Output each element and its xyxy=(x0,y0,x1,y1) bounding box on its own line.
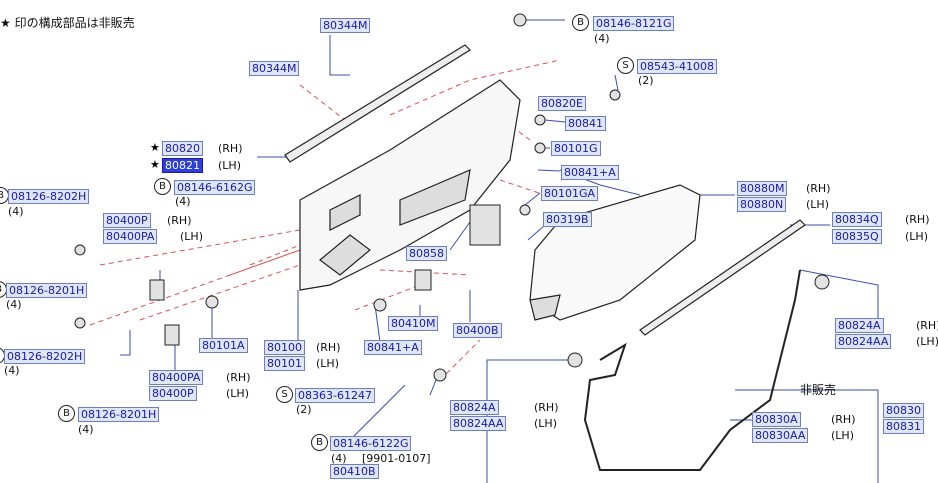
part-80101[interactable]: 80101 xyxy=(264,356,305,371)
part-08543-41008[interactable]: 08543-41008 xyxy=(637,59,717,74)
part-80400B[interactable]: 80400B xyxy=(453,323,502,338)
part-08126-8202H-lower[interactable]: 08126-8202H xyxy=(4,349,86,364)
part-80820E[interactable]: 80820E xyxy=(538,96,586,111)
part-80410M[interactable]: 80410M xyxy=(388,316,439,331)
bolt-marker-icon: B xyxy=(572,14,589,31)
side-80400P-lower: (LH) xyxy=(226,387,249,400)
part-80820[interactable]: 80820 xyxy=(162,141,203,156)
side-80824A-right: (RH) xyxy=(916,319,938,332)
side-80834Q: (RH) xyxy=(905,213,930,226)
part-80880M[interactable]: 80880M xyxy=(737,181,788,196)
not-for-sale-label: 非販売 xyxy=(800,383,837,397)
part-08126-8201H-upper[interactable]: 08126-8201H xyxy=(6,283,88,298)
part-80100[interactable]: 80100 xyxy=(264,340,305,355)
part-08126-8201H-lower[interactable]: 08126-8201H xyxy=(78,407,160,422)
part-80344M-lower[interactable]: 80344M xyxy=(249,61,300,76)
part-80101G[interactable]: 80101G xyxy=(551,141,601,156)
side-80400PA-lower: (RH) xyxy=(226,371,251,384)
star-mark-80821: ★ xyxy=(150,158,160,171)
part-80841[interactable]: 80841 xyxy=(565,116,606,131)
date-range: [9901-0107] xyxy=(362,452,431,465)
part-80858[interactable]: 80858 xyxy=(406,246,447,261)
part-80101GA[interactable]: 80101GA xyxy=(541,186,599,201)
weatherstrip-rail xyxy=(284,44,806,336)
part-80835Q[interactable]: 80835Q xyxy=(832,229,882,244)
bolt-marker-icon: B xyxy=(154,178,171,195)
qty-08146-8121G: (4) xyxy=(594,32,610,45)
side-80835Q: (LH) xyxy=(905,230,928,243)
part-80841A-lower[interactable]: 80841+A xyxy=(364,340,422,355)
qty-08146-6122G: (4) xyxy=(331,452,347,465)
side-80880M: (RH) xyxy=(806,182,831,195)
bolt-marker-icon: B xyxy=(311,434,328,451)
part-80824A-right[interactable]: 80824A xyxy=(835,318,884,333)
part-08146-6162G[interactable]: 08146-6162G xyxy=(174,180,256,195)
bolt-marker-icon: B xyxy=(58,405,75,422)
side-80101: (LH) xyxy=(316,357,339,370)
side-80824AA-left: (LH) xyxy=(534,417,557,430)
part-80400PA-upper[interactable]: 80400PA xyxy=(103,229,158,244)
side-80830AA: (LH) xyxy=(831,429,854,442)
part-80830AA[interactable]: 80830AA xyxy=(752,428,809,443)
part-80400P-lower[interactable]: 80400P xyxy=(149,386,197,401)
not-for-sale-note: ★ 印の構成部品は非販売 xyxy=(0,16,135,30)
trim-panel-shape xyxy=(529,184,701,321)
seal-strip-shape xyxy=(583,269,801,471)
side-80100: (RH) xyxy=(316,341,341,354)
side-80880N: (LH) xyxy=(806,198,829,211)
part-80824AA-right[interactable]: 80824AA xyxy=(835,334,892,349)
qty-08146-6162G: (4) xyxy=(175,195,191,208)
part-80834Q[interactable]: 80834Q xyxy=(832,212,882,227)
part-80831[interactable]: 80831 xyxy=(883,419,924,434)
part-80319B[interactable]: 80319B xyxy=(543,212,592,227)
part-80830A[interactable]: 80830A xyxy=(752,412,801,427)
qty-08126-8201H-lower: (4) xyxy=(78,423,94,436)
screw-marker-icon: S xyxy=(617,57,634,74)
qty-08126-8201H-upper: (4) xyxy=(6,298,22,311)
part-80410B[interactable]: 80410B xyxy=(330,464,379,479)
part-08146-8121G[interactable]: 08146-8121G xyxy=(593,16,675,31)
side-80830A: (RH) xyxy=(831,413,856,426)
side-80821: (LH) xyxy=(218,159,241,172)
side-80824A-left: (RH) xyxy=(534,401,559,414)
part-80101A[interactable]: 80101A xyxy=(199,338,248,353)
part-08146-6122G[interactable]: 08146-6122G xyxy=(330,436,412,451)
side-80820: (RH) xyxy=(218,142,243,155)
qty-08126-8202H-upper: (4) xyxy=(8,205,24,218)
part-08126-8202H-upper[interactable]: 08126-8202H xyxy=(8,189,90,204)
part-80400P-upper[interactable]: 80400P xyxy=(103,213,151,228)
side-80824AA-right: (LH) xyxy=(916,335,938,348)
screw-marker-icon: S xyxy=(276,386,293,403)
qty-08543-41008: (2) xyxy=(638,74,654,87)
part-80841A-upper[interactable]: 80841+A xyxy=(561,165,619,180)
part-80824AA-left[interactable]: 80824AA xyxy=(450,416,507,431)
side-80400P-upper: (RH) xyxy=(167,214,192,227)
part-80880N[interactable]: 80880N xyxy=(737,197,787,212)
side-80400PA-upper: (LH) xyxy=(180,230,203,243)
hinge-and-bolts xyxy=(74,13,830,382)
part-80821[interactable]: 80821 xyxy=(162,158,203,173)
part-08363-61247[interactable]: 08363-61247 xyxy=(295,388,375,403)
qty-08363-61247: (2) xyxy=(296,403,312,416)
star-mark-80820: ★ xyxy=(150,141,160,154)
part-80830[interactable]: 80830 xyxy=(883,403,924,418)
part-80824A-left[interactable]: 80824A xyxy=(450,400,499,415)
door-panel-shape xyxy=(299,79,521,291)
part-80344M-upper[interactable]: 80344M xyxy=(320,18,371,33)
part-80400PA-lower[interactable]: 80400PA xyxy=(149,370,204,385)
qty-08126-8202H-lower: (4) xyxy=(4,364,20,377)
